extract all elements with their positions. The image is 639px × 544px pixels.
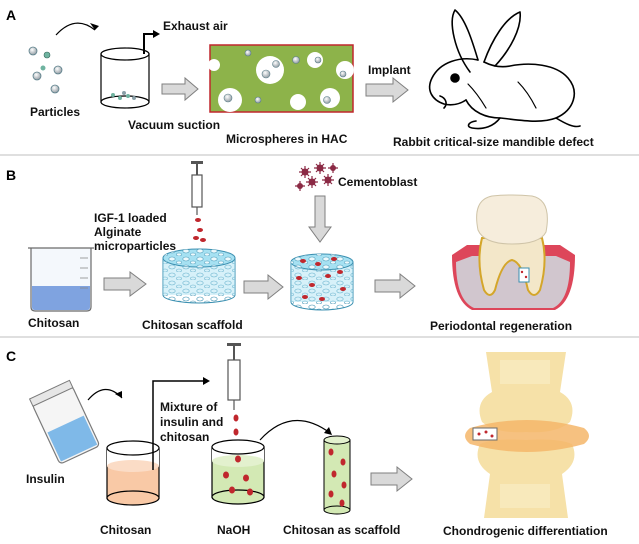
curved-arrow-c1-head — [115, 391, 122, 398]
tooth-icon — [452, 194, 575, 310]
curved-arrow-a-head — [90, 23, 99, 30]
label-exhaust: Exhaust air — [163, 19, 228, 33]
chitosan-beaker-c-icon — [106, 380, 208, 506]
exhaust-arrow-head — [153, 30, 160, 38]
cell-icon — [295, 162, 338, 191]
label-chitosan-scaffold: Chitosan scaffold — [142, 318, 243, 332]
label-mixture-line2: insulin and — [160, 415, 223, 429]
curved-arrow-c2 — [259, 420, 331, 441]
porous-scaffold-seeded-icon — [290, 253, 354, 311]
label-implant: Implant — [368, 63, 411, 77]
porous-scaffold-icon — [162, 248, 236, 304]
label-chondro: Chondrogenic differentiation — [443, 524, 608, 538]
panel-a-letter: A — [6, 7, 16, 23]
flow-arrow-a1 — [161, 76, 199, 102]
label-chitosan-as-scaffold: Chitosan as scaffold — [283, 523, 400, 537]
rabbit-icon — [428, 9, 581, 130]
panel-a: A Particles Exhaust air Vacuum sucti — [6, 7, 594, 149]
curved-arrow-c2-head — [324, 427, 332, 435]
label-naoh: NaOH — [217, 523, 250, 537]
label-igf-line3: microparticles — [94, 239, 176, 253]
flow-arrow-b1 — [103, 271, 147, 297]
insulin-bottle-icon — [28, 379, 100, 464]
curved-arrow-a — [55, 22, 96, 36]
label-mixture-line1: Mixture of — [160, 400, 218, 414]
label-particles: Particles — [30, 105, 80, 119]
chitosan-beaker-icon — [28, 247, 94, 312]
syringe-icon — [191, 161, 206, 242]
flow-arrow-b2 — [243, 273, 284, 301]
hac-block-icon — [208, 44, 354, 113]
flow-arrow-c1 — [370, 465, 413, 493]
joint-icon — [465, 352, 589, 518]
label-microspheres: Microspheres in HAC — [226, 132, 348, 146]
panel-c-letter: C — [6, 348, 16, 364]
panel-b-letter: B — [6, 167, 16, 183]
label-igf-line2: Alginate — [94, 225, 142, 239]
syringe-c-icon — [227, 343, 241, 436]
vacuum-beaker-icon — [100, 33, 157, 109]
panel-c: C Insulin Mixture of insulin and chitosa… — [6, 343, 608, 538]
label-vacuum: Vacuum suction — [128, 118, 220, 132]
flow-arrow-b3 — [374, 272, 416, 300]
label-cementoblast: Cementoblast — [338, 175, 417, 189]
label-chitosan-c: Chitosan — [100, 523, 151, 537]
tube-scaffold-icon — [323, 435, 351, 515]
panel-b: B Chitosan IGF-1 loaded Alginate micropa… — [6, 161, 575, 333]
naoh-beaker-icon — [211, 439, 265, 505]
flow-arrow-a2 — [365, 76, 409, 104]
label-mixture-line3: chitosan — [160, 430, 209, 444]
label-insulin: Insulin — [26, 472, 65, 486]
mixture-arrow-head — [203, 377, 210, 385]
label-periodontal: Periodontal regeneration — [430, 319, 572, 333]
particles-icon — [28, 46, 63, 94]
label-chitosan-b: Chitosan — [28, 316, 79, 330]
flow-arrow-b-down — [308, 195, 332, 243]
label-igf-line1: IGF-1 loaded — [94, 211, 167, 225]
label-rabbit: Rabbit critical-size mandible defect — [393, 135, 594, 149]
